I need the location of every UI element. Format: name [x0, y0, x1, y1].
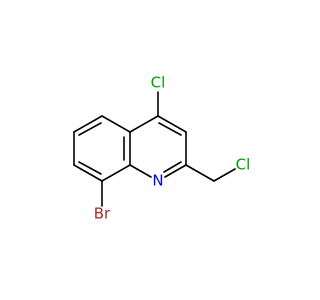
- atom-label-n-1: N: [152, 172, 163, 190]
- bond-c4a-c5: [101, 115, 131, 133]
- atom-label-cl-4: Cl: [151, 74, 166, 92]
- bond-ch2-cl: [213, 168, 236, 182]
- bond-c4-c3-inner: [158, 122, 182, 136]
- bond-c5-c6-inner: [78, 122, 102, 136]
- atom-label-cl-chloromethyl: Cl: [236, 156, 251, 174]
- bond-c4-c3: [157, 115, 187, 133]
- bond-c5-c6: [73, 115, 103, 133]
- bond-c2-n1: [164, 164, 187, 178]
- bond-c2-ch2: [185, 164, 215, 182]
- bond-c7-c8-inner: [78, 161, 102, 175]
- bond-c7-c8: [73, 164, 103, 182]
- bond-n1-c8a: [129, 164, 152, 178]
- atom-label-br-8: Br: [94, 205, 111, 223]
- molecule-structure: Cl N Br Cl: [73, 74, 251, 223]
- bond-c2-n1-inner: [163, 161, 182, 173]
- bond-c8-c8a: [101, 164, 131, 182]
- bond-c4a-c4: [129, 115, 159, 133]
